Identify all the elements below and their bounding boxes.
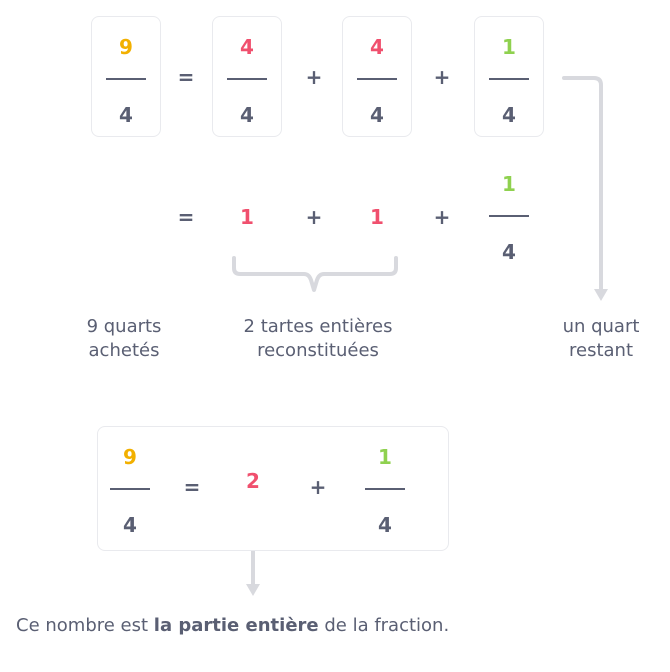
remaining-arrowhead	[594, 289, 608, 301]
term1-numerator: 4	[240, 35, 254, 59]
lhs-denominator: 4	[119, 103, 133, 127]
equals-sign: =	[177, 65, 195, 89]
result-fraction-bar	[365, 488, 405, 490]
term3-denominator: 4	[502, 103, 516, 127]
result-equals-sign: =	[183, 475, 201, 499]
term2-denominator: 4	[370, 103, 384, 127]
caption-after: de la fraction.	[318, 615, 450, 636]
label-whole-tarts-line1: 2 tartes entières	[243, 316, 393, 337]
fraction-box-1-4	[474, 16, 544, 137]
result-denominator: 4	[378, 513, 392, 537]
label-bought-line1: 9 quarts	[86, 316, 162, 337]
term1-fraction-bar	[227, 78, 267, 80]
label-remaining-line2: restant	[568, 340, 633, 361]
label-whole-tarts: 2 tartes entières reconstituées	[198, 315, 438, 363]
row2-fraction-bar	[489, 215, 529, 217]
label-bought-line2: achetés	[88, 340, 160, 361]
caption: Ce nombre est la partie entière de la fr…	[16, 614, 449, 638]
result-numerator: 1	[378, 445, 392, 469]
result-lhs-fraction-bar	[110, 488, 150, 490]
fraction-box-9-4	[91, 16, 161, 137]
term3-fraction-bar	[489, 78, 529, 80]
row2-numerator: 1	[502, 172, 516, 196]
plus-sign: +	[433, 65, 451, 89]
remaining-arrow	[562, 76, 603, 292]
fraction-box-4-4-a	[212, 16, 282, 137]
whole-one-b: 1	[370, 205, 384, 229]
plus-sign: +	[433, 205, 451, 229]
row2-denominator: 4	[502, 240, 516, 264]
plus-sign: +	[305, 205, 323, 229]
label-remaining: un quart restant	[542, 315, 660, 363]
caption-bold: la partie entière	[153, 615, 319, 636]
label-whole-tarts-line2: reconstituées	[257, 340, 379, 361]
result-whole-part: 2	[246, 469, 260, 493]
plus-sign: +	[305, 65, 323, 89]
brace	[232, 256, 398, 292]
term2-numerator: 4	[370, 35, 384, 59]
term2-fraction-bar	[357, 78, 397, 80]
result-plus-sign: +	[309, 475, 327, 499]
result-lhs-denominator: 4	[123, 513, 137, 537]
lhs-fraction-bar	[106, 78, 146, 80]
caption-before: Ce nombre est	[16, 615, 154, 636]
whole-part-arrowhead	[246, 584, 260, 596]
label-bought: 9 quarts achetés	[56, 315, 192, 363]
result-lhs-numerator: 9	[123, 445, 137, 469]
label-remaining-line1: un quart	[562, 316, 640, 337]
whole-one-a: 1	[240, 205, 254, 229]
term3-numerator: 1	[502, 35, 516, 59]
fraction-box-4-4-b	[342, 16, 412, 137]
lhs-numerator: 9	[119, 35, 133, 59]
term1-denominator: 4	[240, 103, 254, 127]
equals-sign: =	[177, 205, 195, 229]
